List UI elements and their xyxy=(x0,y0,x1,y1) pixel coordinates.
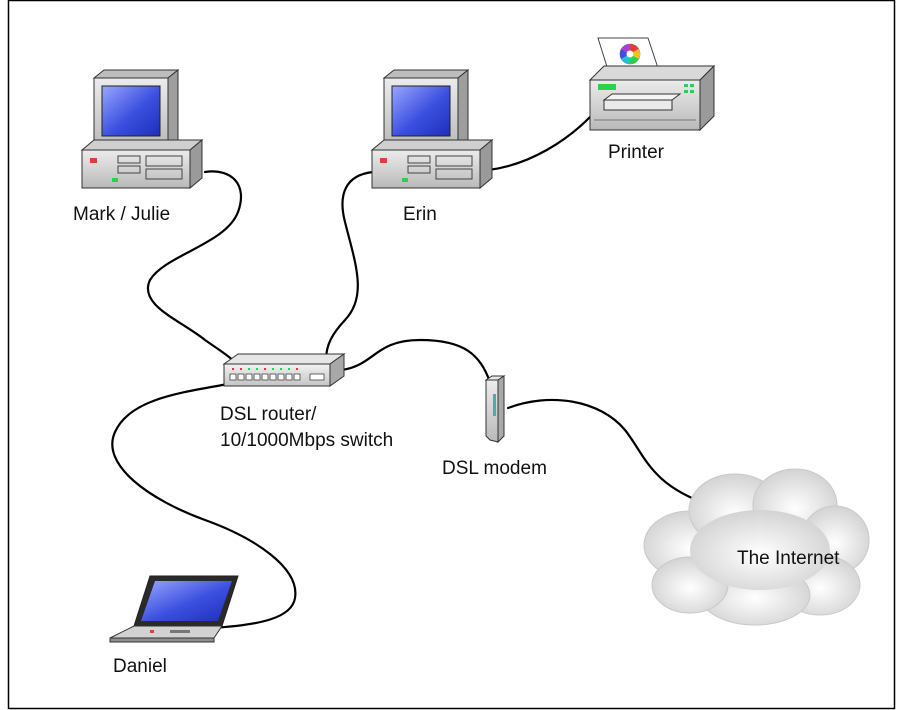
laptop-icon xyxy=(109,575,239,643)
label-router-line1: DSL router/ xyxy=(220,404,317,425)
cable-erin-router xyxy=(324,170,375,362)
cable-erin-printer xyxy=(486,113,594,172)
switch-ports xyxy=(229,373,325,381)
printer-icon xyxy=(588,37,716,132)
daniel-laptop[interactable] xyxy=(109,575,239,643)
color-wheel-icon xyxy=(619,43,641,65)
cable-router-modem xyxy=(340,338,492,384)
label-erin: Erin xyxy=(403,204,437,225)
dsl-router-switch[interactable] xyxy=(222,353,346,387)
printer-device[interactable] xyxy=(588,37,716,132)
cable-modem-internet xyxy=(506,398,712,507)
label-router-line2: 10/1000Mbps switch xyxy=(220,430,393,451)
cloud-icon xyxy=(643,468,870,626)
mark-julie-computer[interactable] xyxy=(80,68,204,190)
label-internet: The Internet xyxy=(737,548,840,569)
cables xyxy=(111,113,712,630)
label-printer: Printer xyxy=(608,142,665,163)
desktop-computer-icon xyxy=(370,68,494,190)
cable-mark-julie-router xyxy=(146,170,243,370)
network-switch-icon xyxy=(222,353,346,387)
desktop-computer-icon xyxy=(80,68,204,190)
label-mark-julie: Mark / Julie xyxy=(73,204,170,225)
dsl-modem[interactable] xyxy=(484,375,506,444)
dsl-modem-icon xyxy=(484,375,506,444)
erin-computer[interactable] xyxy=(370,68,494,190)
switch-port-lights xyxy=(232,368,298,370)
label-daniel: Daniel xyxy=(113,656,167,677)
cable-router-daniel xyxy=(111,382,297,630)
internet-cloud[interactable] xyxy=(643,468,870,626)
label-modem: DSL modem xyxy=(442,458,547,479)
diagram-frame xyxy=(7,0,896,710)
